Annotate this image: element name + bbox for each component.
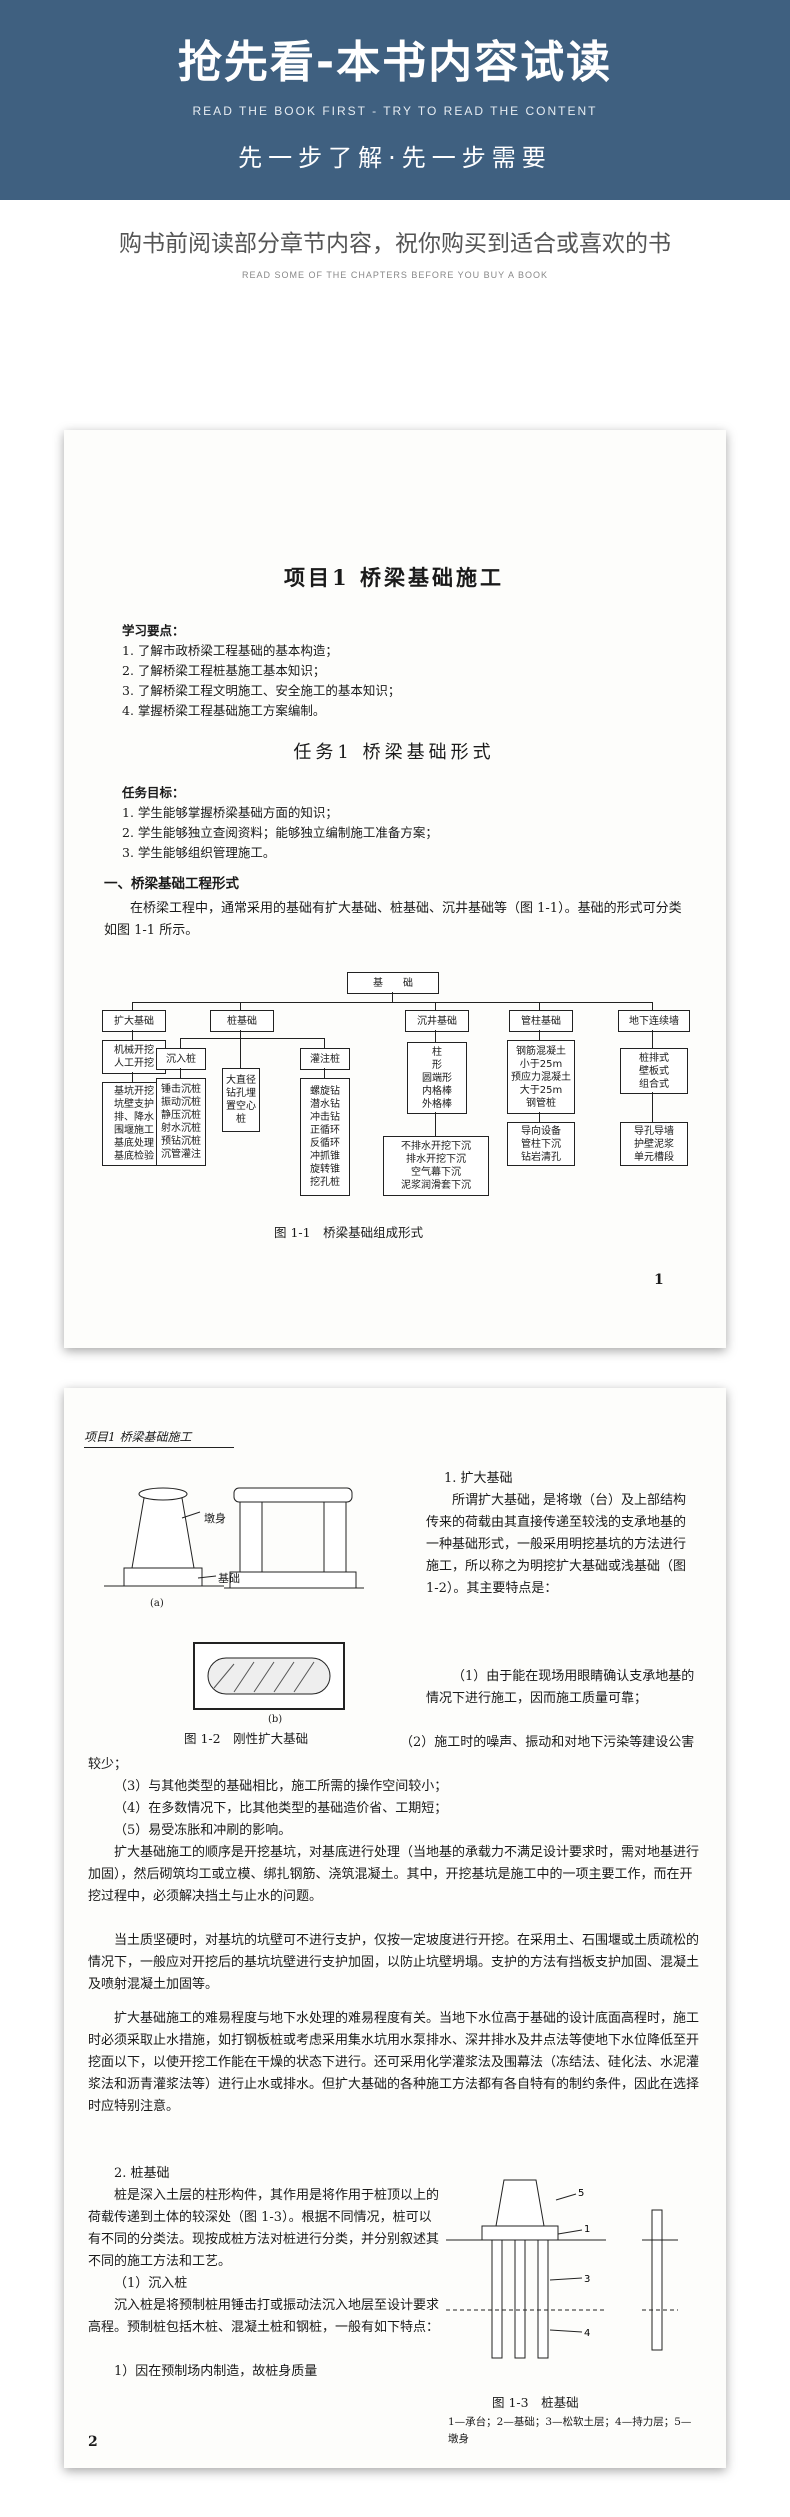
study-point: 1. 了解市政桥梁工程基础的基本构造； (122, 643, 338, 658)
node-lianxu-type: 桩排式 壁板式 组合式 (620, 1048, 688, 1094)
node-guanzhu-methods: 螺旋钻 潜水钻 冲击钻 正循环 反循环 冲抓锥 旋转锥 挖孔桩 (300, 1078, 350, 1196)
goal-item: 2. 学生能够独立查阅资料；能够独立编制施工准备方案； (122, 825, 438, 840)
paragraph: 扩大基础施工的难易程度与地下水处理的难易程度有关。当地下水位高于基础的设计底面高… (88, 2011, 700, 2114)
goal-heading: 任务目标： (122, 785, 185, 800)
node-chenruzhuang: 沉入桩 (156, 1048, 206, 1070)
paragraph: 当土质坚硬时，对基坑的坑壁可不进行支护，仅按一定坡度进行开挖。在采用土、石围堰或… (88, 1933, 700, 1992)
paragraph: （3）与其他类型的基础相比，施工所需的操作空间较小； (114, 1779, 448, 1794)
banner-title: 抢先看-本书内容试读 (177, 37, 613, 88)
project-title: 项目1 桥梁基础施工 (284, 565, 504, 590)
node-dazhijing: 大直径钻孔埋置空心桩 (222, 1068, 260, 1132)
intro-paragraph: 在桥梁工程中，通常采用的基础有扩大基础、桩基础、沉井基础等（图 1-1）。基础的… (104, 901, 682, 938)
node-chenjing-methods: 不排水开挖下沉 排水开挖下沉 空气幕下沉 泥浆润滑套下沉 (383, 1136, 489, 1196)
label-dunshen: 墩身 (204, 1512, 226, 1525)
running-header: 项目1 桥梁基础施工 (84, 1428, 234, 1448)
paragraph: （5）易受冻胀和冲刷的影响。 (114, 1823, 292, 1838)
svg-text:1: 1 (584, 2224, 590, 2235)
node-lianxu-steps: 导孔导墙 护壁泥浆 单元槽段 (620, 1122, 688, 1166)
figure-caption: 图 1-1 桥梁基础组成形式 (274, 1225, 424, 1240)
goal-item: 1. 学生能够掌握桥梁基础方面的知识； (122, 805, 338, 820)
paragraph: 所谓扩大基础，是将墩（台）及上部结构传来的荷载由其直接传递至较浅的支承地基的一种… (426, 1493, 687, 1596)
page-number: 1 (654, 1272, 664, 1288)
label-b: (b) (268, 1714, 283, 1725)
node-zhuang: 桩基础 (210, 1010, 274, 1032)
paragraph: 1）因在预制场内制造，故桩身质量 (114, 2364, 318, 2379)
goal-item: 3. 学生能够组织管理施工。 (122, 845, 276, 860)
banner-tagline: 先一步了解·先一步需要 (238, 144, 552, 172)
node-kuoda: 扩大基础 (102, 1010, 166, 1032)
study-heading: 学习要点： (122, 623, 185, 638)
paragraph: （2）施工时的噪声、振动和对地下污染等建设公害较少； (88, 1735, 695, 1772)
section-title: 一、桥梁基础工程形式 (104, 876, 239, 892)
node-kuoda-steps: 基坑开挖 坑壁支护 排、降水 围堰施工 基底处理 基底检验 (102, 1082, 166, 1166)
node-chenjing: 沉井基础 (405, 1010, 469, 1032)
study-point: 4. 掌握桥梁工程基础施工方案编制。 (122, 703, 326, 718)
paragraph: 桩是深入土层的柱形构件，其作用是将作用于桩顶以上的荷载传递到土体的较深处（图 1… (88, 2188, 440, 2269)
node-guanzhuzhuang: 灌注桩 (300, 1048, 350, 1070)
node-guanzhu-type: 钢筋混凝土 小于25m 预应力混凝土 大于25m 钢管桩 (507, 1040, 575, 1114)
book-page-1: 项目1 桥梁基础施工 学习要点： 1. 了解市政桥梁工程基础的基本构造； 2. … (64, 430, 726, 1348)
header-banner: 抢先看-本书内容试读 READ THE BOOK FIRST - TRY TO … (0, 0, 790, 200)
book-page-2: 项目1 桥梁基础施工 墩身 基础 (a) (b) 图 1-2 刚性扩大基础 1.… (64, 1388, 726, 2468)
label-a: (a) (150, 1598, 164, 1609)
heading-kuoda: 1. 扩大基础 (444, 1471, 513, 1486)
intro-text-en: READ SOME OF THE CHAPTERS BEFORE YOU BUY… (241, 270, 549, 280)
node-chenjing-shape: 柱 形 圆端形 内格棒 外格棒 (407, 1042, 467, 1114)
label-jichu: 基础 (218, 1572, 240, 1585)
study-point: 3. 了解桥梁工程文明施工、安全施工的基本知识； (122, 683, 401, 698)
svg-text:4: 4 (584, 2328, 590, 2339)
page-number: 2 (88, 2434, 98, 2450)
pile-foundation-figure: 5 1 3 4 (446, 2179, 678, 2359)
svg-text:5: 5 (578, 2188, 584, 2199)
paragraph: 沉入桩是将预制桩用锤击打或振动法沉入地层至设计要求高程。预制桩包括木桩、混凝土桩… (88, 2298, 440, 2335)
paragraph: （1）由于能在现场用眼睛确认支承地基的情况下进行施工，因而施工质量可靠； (426, 1669, 695, 1706)
study-point: 2. 了解桥梁工程桩基施工基本知识； (122, 663, 326, 678)
banner-subtitle-en: READ THE BOOK FIRST - TRY TO READ THE CO… (192, 104, 598, 118)
heading-zhuang: 2. 桩基础 (114, 2166, 170, 2181)
paragraph: 扩大基础施工的顺序是开挖基坑，对基底进行处理（当地基的承载力不满足设计要求时，需… (88, 1845, 700, 1904)
rigid-foundation-figure (104, 1487, 364, 1710)
intro-text: 购书前阅读部分章节内容，祝你购买到适合或喜欢的书 (119, 231, 671, 257)
node-guanzhu-steps: 导向设备 管柱下沉 钻岩清孔 (507, 1122, 575, 1166)
figure-1-3-legend: 1—承台；2—基础；3—松软土层；4—持力层；5—墩身 (448, 2416, 692, 2445)
paragraph: （4）在多数情况下，比其他类型的基础造价省、工期短； (114, 1801, 448, 1816)
node-root: 基 础 (347, 972, 439, 994)
task-title: 任务1 桥梁基础形式 (293, 742, 495, 763)
heading-chenru: （1）沉入桩 (114, 2276, 188, 2291)
node-chenru-methods: 锤击沉桩 振动沉桩 静压沉桩 射水沉桩 预钻沉桩 沉管灌注 (156, 1078, 206, 1166)
node-guanzhu: 管柱基础 (509, 1010, 573, 1032)
foundation-diagram: 基 础 扩大基础 桩基础 沉井基础 管柱基础 地下连续墙 机械开挖 人工开挖 基… (102, 966, 692, 1206)
figure-1-3-caption: 图 1-3 桩基础 (492, 2395, 579, 2410)
svg-text:3: 3 (584, 2274, 590, 2285)
node-kuoda-method: 机械开挖 人工开挖 (102, 1040, 166, 1074)
node-lianxuqiang: 地下连续墙 (618, 1010, 690, 1032)
figure-1-2-caption: 图 1-2 刚性扩大基础 (184, 1731, 309, 1746)
